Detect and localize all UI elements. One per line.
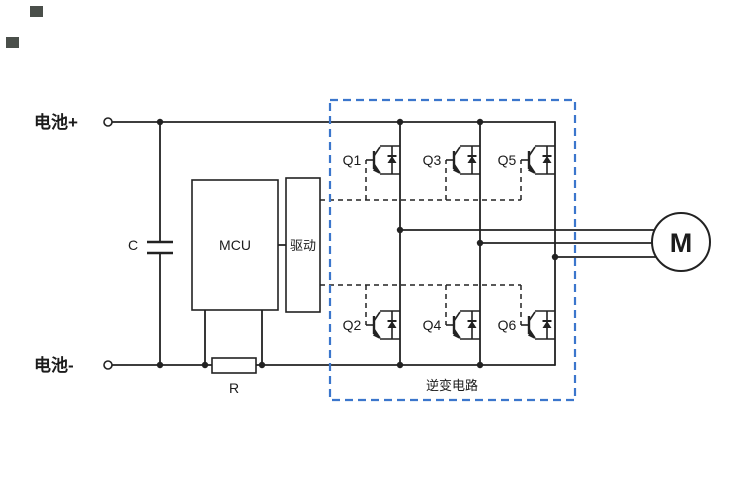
gate-signal-bus xyxy=(320,160,522,325)
artifact-square-2 xyxy=(6,37,19,48)
artifact-square-1 xyxy=(30,6,43,17)
igbt-q3 xyxy=(444,144,482,176)
mcu-block: MCU xyxy=(191,179,279,311)
igbt-q1 xyxy=(364,144,402,176)
label-q2: Q2 xyxy=(343,317,362,333)
motor-label: M xyxy=(670,228,693,258)
igbt-q6 xyxy=(519,309,557,341)
label-q3: Q3 xyxy=(423,152,442,168)
igbt-q5 xyxy=(519,144,557,176)
battery-plus-terminal xyxy=(103,117,113,127)
inverter-boundary-box xyxy=(328,98,577,402)
battery-minus-terminal xyxy=(103,360,113,370)
battery-plus-label: 电池+ xyxy=(34,112,78,132)
junction-dots xyxy=(156,118,559,369)
label-q6: Q6 xyxy=(498,317,517,333)
resistor-label: R xyxy=(229,380,239,396)
capacitor: C xyxy=(128,121,173,366)
capacitor-label: C xyxy=(128,237,138,253)
igbt-q4 xyxy=(444,309,482,341)
igbt-q2 xyxy=(364,309,402,341)
driver-label: 驱动 xyxy=(290,238,316,253)
inverter-label: 逆变电路 xyxy=(426,378,478,393)
label-q1: Q1 xyxy=(343,152,362,168)
label-q4: Q4 xyxy=(423,317,442,333)
label-q5: Q5 xyxy=(498,152,517,168)
driver-block: 驱动 xyxy=(285,177,321,313)
battery-minus-label: 电池- xyxy=(34,355,74,375)
motor: M xyxy=(651,212,711,272)
shunt-resistor: R xyxy=(211,357,257,396)
mcu-label: MCU xyxy=(219,237,251,253)
motor-circle xyxy=(651,212,711,272)
